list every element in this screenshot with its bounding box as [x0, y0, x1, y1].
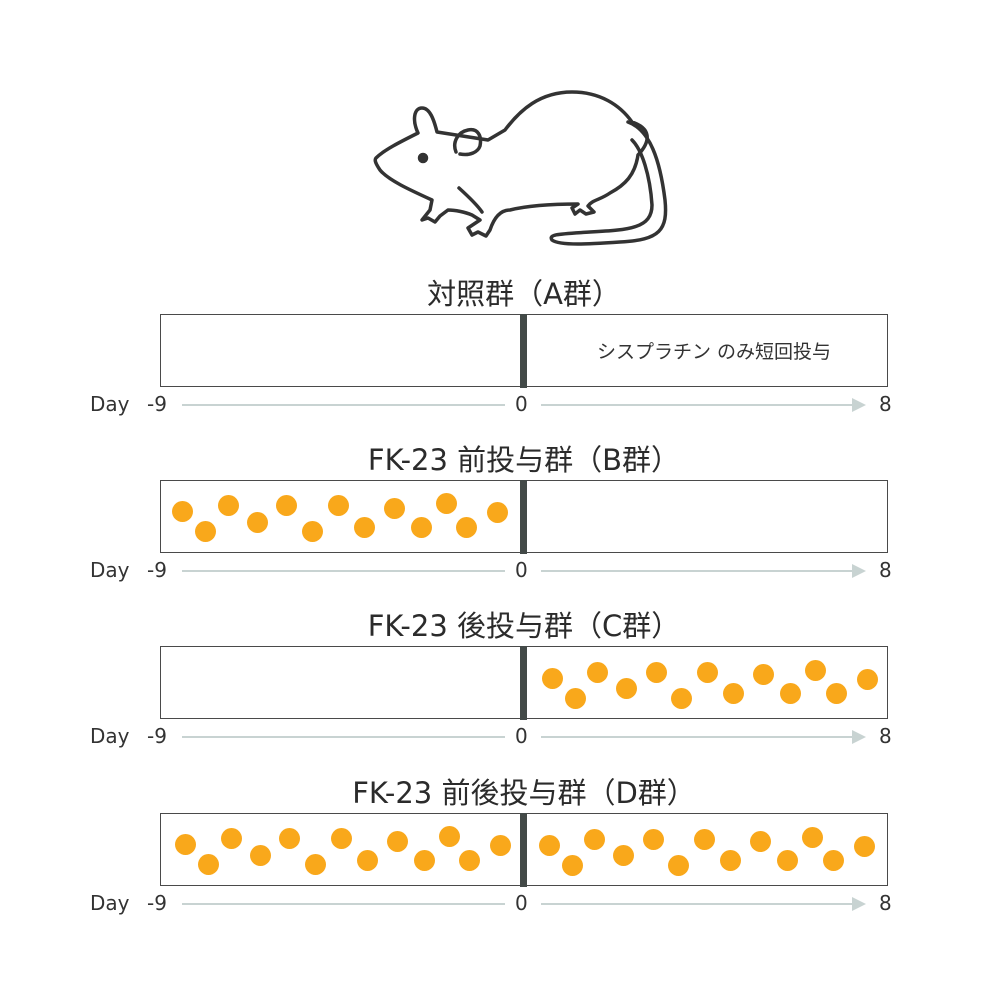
axis-line-pre: [182, 903, 505, 905]
dose-dot: [250, 845, 271, 866]
dose-dot: [854, 836, 875, 857]
dose-dot: [826, 683, 847, 704]
mouse-icon: [373, 90, 668, 246]
dose-dot: [587, 662, 608, 683]
day-axis: Day -9 0 8: [0, 390, 1000, 420]
group-note: シスプラチン のみ短回投与: [596, 341, 832, 363]
dose-dot: [331, 828, 352, 849]
dose-dot: [753, 664, 774, 685]
timeline-box: [160, 480, 888, 554]
dose-dot: [439, 826, 460, 847]
dose-dot: [302, 521, 323, 542]
dose-dot: [668, 855, 689, 876]
axis-mid: 0: [515, 392, 528, 416]
arrow-right-icon: [852, 897, 866, 911]
dose-dot: [857, 669, 878, 690]
arrow-right-icon: [852, 398, 866, 412]
arrow-right-icon: [852, 564, 866, 578]
axis-end: 8: [879, 724, 892, 748]
axis-line-post: [541, 903, 855, 905]
axis-line-post: [541, 404, 855, 406]
dose-dot: [671, 688, 692, 709]
dose-dot: [195, 521, 216, 542]
axis-label: Day: [90, 891, 130, 915]
dose-dot: [720, 850, 741, 871]
dose-dot: [218, 495, 239, 516]
day-zero-divider: [520, 646, 527, 720]
dose-dot: [328, 495, 349, 516]
dose-dot: [221, 828, 242, 849]
axis-line-post: [541, 736, 855, 738]
dose-dot: [802, 827, 823, 848]
arrow-right-icon: [852, 730, 866, 744]
group-title: 対照群（A群）: [427, 277, 621, 311]
dose-dot: [539, 835, 560, 856]
dose-dot: [357, 850, 378, 871]
dose-dot: [487, 502, 508, 523]
dose-dot: [643, 829, 664, 850]
dose-dot: [805, 660, 826, 681]
day-zero-divider: [520, 813, 527, 887]
axis-mid: 0: [515, 891, 528, 915]
dose-dot: [276, 495, 297, 516]
axis-end: 8: [879, 558, 892, 582]
axis-line-pre: [182, 404, 505, 406]
dose-dot: [780, 683, 801, 704]
axis-start: -9: [147, 558, 167, 582]
day-zero-divider: [520, 480, 527, 554]
dose-dot: [279, 828, 300, 849]
day-axis: Day -9 0 8: [0, 556, 1000, 586]
dose-dot: [723, 683, 744, 704]
dose-dot: [823, 850, 844, 871]
group-title: FK-23 後投与群（C群）: [367, 609, 681, 643]
dose-dot: [305, 854, 326, 875]
group-title: FK-23 前後投与群（D群）: [352, 776, 696, 810]
axis-mid: 0: [515, 558, 528, 582]
dose-dot: [198, 854, 219, 875]
dose-dot: [247, 512, 268, 533]
axis-end: 8: [879, 392, 892, 416]
day-zero-divider: [520, 314, 527, 388]
axis-line-pre: [182, 570, 505, 572]
timeline-box: [160, 646, 888, 720]
group-title: FK-23 前投与群（B群）: [367, 443, 681, 477]
day-axis: Day -9 0 8: [0, 889, 1000, 919]
axis-label: Day: [90, 392, 130, 416]
dose-dot: [411, 517, 432, 538]
dose-dot: [387, 831, 408, 852]
dose-dot: [694, 829, 715, 850]
axis-start: -9: [147, 392, 167, 416]
dose-dot: [459, 850, 480, 871]
axis-line-post: [541, 570, 855, 572]
axis-line-pre: [182, 736, 505, 738]
dose-dot: [565, 688, 586, 709]
dose-dot: [490, 835, 511, 856]
dose-dot: [777, 850, 798, 871]
timeline-box: シスプラチン のみ短回投与: [160, 314, 888, 388]
dose-dot: [616, 678, 637, 699]
dose-dot: [354, 517, 375, 538]
dose-dot: [542, 668, 563, 689]
dose-dot: [646, 662, 667, 683]
axis-label: Day: [90, 558, 130, 582]
dose-dot: [414, 850, 435, 871]
axis-end: 8: [879, 891, 892, 915]
axis-start: -9: [147, 724, 167, 748]
dose-dot: [384, 498, 405, 519]
axis-start: -9: [147, 891, 167, 915]
dose-dot: [750, 831, 771, 852]
dose-dot: [584, 829, 605, 850]
dose-dot: [562, 855, 583, 876]
day-axis: Day -9 0 8: [0, 722, 1000, 752]
timeline-box: [160, 813, 888, 887]
dose-dot: [172, 501, 193, 522]
axis-mid: 0: [515, 724, 528, 748]
dose-dot: [697, 662, 718, 683]
dose-dot: [175, 834, 196, 855]
axis-label: Day: [90, 724, 130, 748]
dose-dot: [613, 845, 634, 866]
dose-dot: [456, 517, 477, 538]
dose-dot: [436, 493, 457, 514]
